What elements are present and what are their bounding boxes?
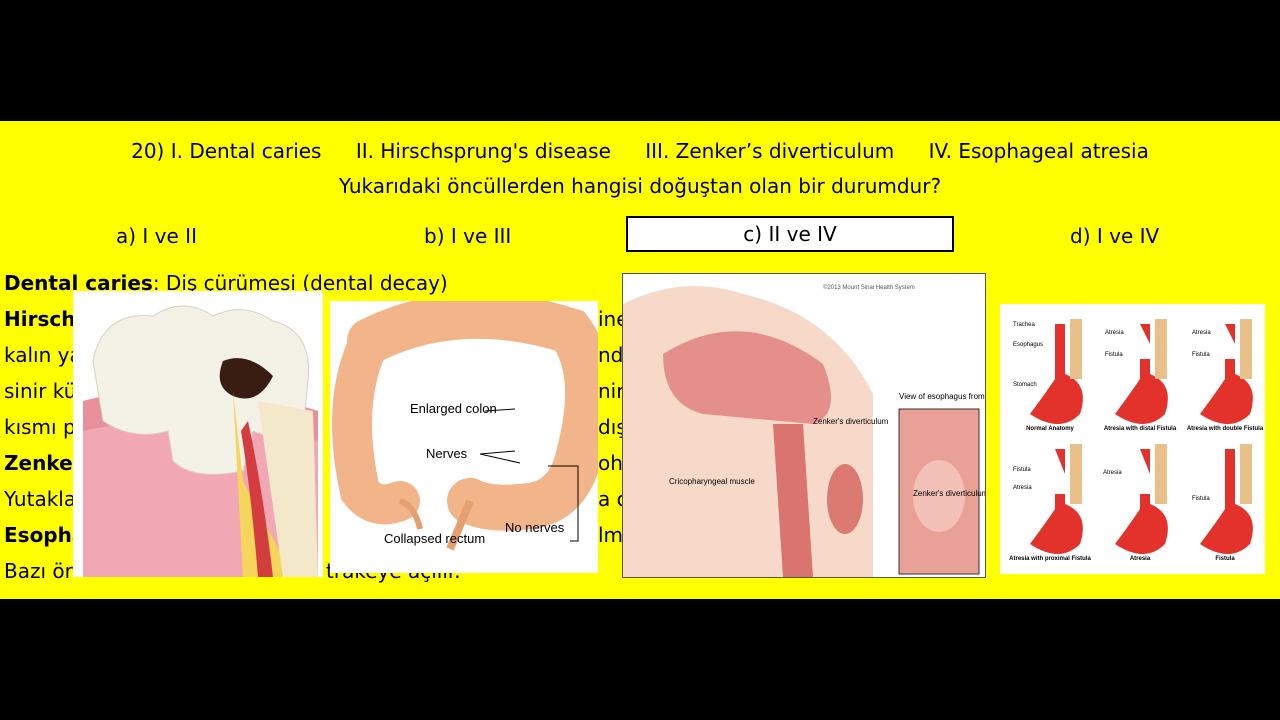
label-atresia-4: Atresia <box>1103 470 1122 476</box>
explanation-line-3: kalın ya <box>4 343 82 367</box>
label-stomach: Stomach <box>1013 382 1037 388</box>
fragment-zenker: oh <box>598 451 623 475</box>
explanation-line-5: kısmı p <box>4 415 76 439</box>
fragment-sinir: nir <box>598 379 625 403</box>
caption-proximal: Atresia with proximal Fistula <box>1009 556 1091 562</box>
question-slide: 20) I. Dental caries II. Hirschsprung's … <box>0 121 1280 599</box>
label-atresia-1: Atresia <box>1105 330 1124 336</box>
fragment-kismi: dış <box>598 415 627 439</box>
zenker-image: Zenker's diverticulum Cricopharyngeal mu… <box>622 273 986 578</box>
explanation-line-4: sinir kü <box>4 379 77 403</box>
explanation-line-9: Bazı ör <box>4 559 73 583</box>
question-item-2: II. Hirschsprung's disease <box>355 139 611 163</box>
tooth-image <box>73 291 323 577</box>
label-fistula-2: Fistula <box>1192 352 1210 358</box>
question-prompt: Yukarıdaki öncüllerden hangisi doğuştan … <box>338 174 942 198</box>
option-a[interactable]: a) I ve II <box>116 224 197 248</box>
explanation-line-8: Esopha <box>4 523 86 547</box>
question-items: 20) I. Dental caries II. Hirschsprung's … <box>0 139 1280 163</box>
label-fistula-4: Fistula <box>1192 496 1210 502</box>
caption-atresia: Atresia <box>1130 556 1151 562</box>
label-enlarged-colon: Enlarged colon <box>410 401 497 416</box>
label-no-nerves: No nerves <box>505 520 565 535</box>
label-collapsed-rectum: Collapsed rectum <box>384 531 485 546</box>
label-view: View of esophagus from behind <box>899 392 985 401</box>
label-atresia-3: Atresia <box>1013 485 1032 491</box>
option-b[interactable]: b) I ve III <box>424 224 512 248</box>
question-item-4: IV. Esophageal atresia <box>928 139 1149 163</box>
question-item-3: III. Zenker’s diverticulum <box>645 139 895 163</box>
atresia-image: Trachea Esophagus Stomach Atresia Fistul… <box>1000 304 1265 574</box>
label-nerves: Nerves <box>426 446 468 461</box>
caption-normal: Normal Anatomy <box>1026 426 1074 432</box>
explanation-line-6: Zenker <box>4 451 83 475</box>
label-cricopharyngeal: Cricopharyngeal muscle <box>669 477 755 486</box>
label-atresia-2: Atresia <box>1192 330 1211 336</box>
explanation-line-7: Yutakla <box>4 487 77 511</box>
label-zenker-2: Zenker's diverticulum <box>913 489 985 498</box>
question-item-1: 20) I. Dental caries <box>131 139 322 163</box>
caption-distal: Atresia with distal Fistula <box>1104 426 1177 432</box>
label-esophagus: Esophagus <box>1013 342 1043 348</box>
label-fistula-1: Fistula <box>1105 352 1123 358</box>
option-c-selected[interactable]: c) II ve IV <box>626 216 954 252</box>
label-fistula-3: Fistula <box>1013 467 1031 473</box>
caption-double: Atresia with double Fistula <box>1187 426 1264 432</box>
caption-fistula: Fistula <box>1215 556 1235 562</box>
label-trachea: Trachea <box>1013 322 1035 328</box>
watermark: ©2013 Mount Sinai Health System <box>823 284 915 291</box>
option-d[interactable]: d) I ve IV <box>1070 224 1160 248</box>
colon-image: Enlarged colon Nerves No nerves Collapse… <box>330 301 598 573</box>
fragment-esopha: lm <box>598 523 624 547</box>
fragment-kalin: nd <box>598 343 624 367</box>
label-zenker-1: Zenker's diverticulum <box>813 417 889 426</box>
